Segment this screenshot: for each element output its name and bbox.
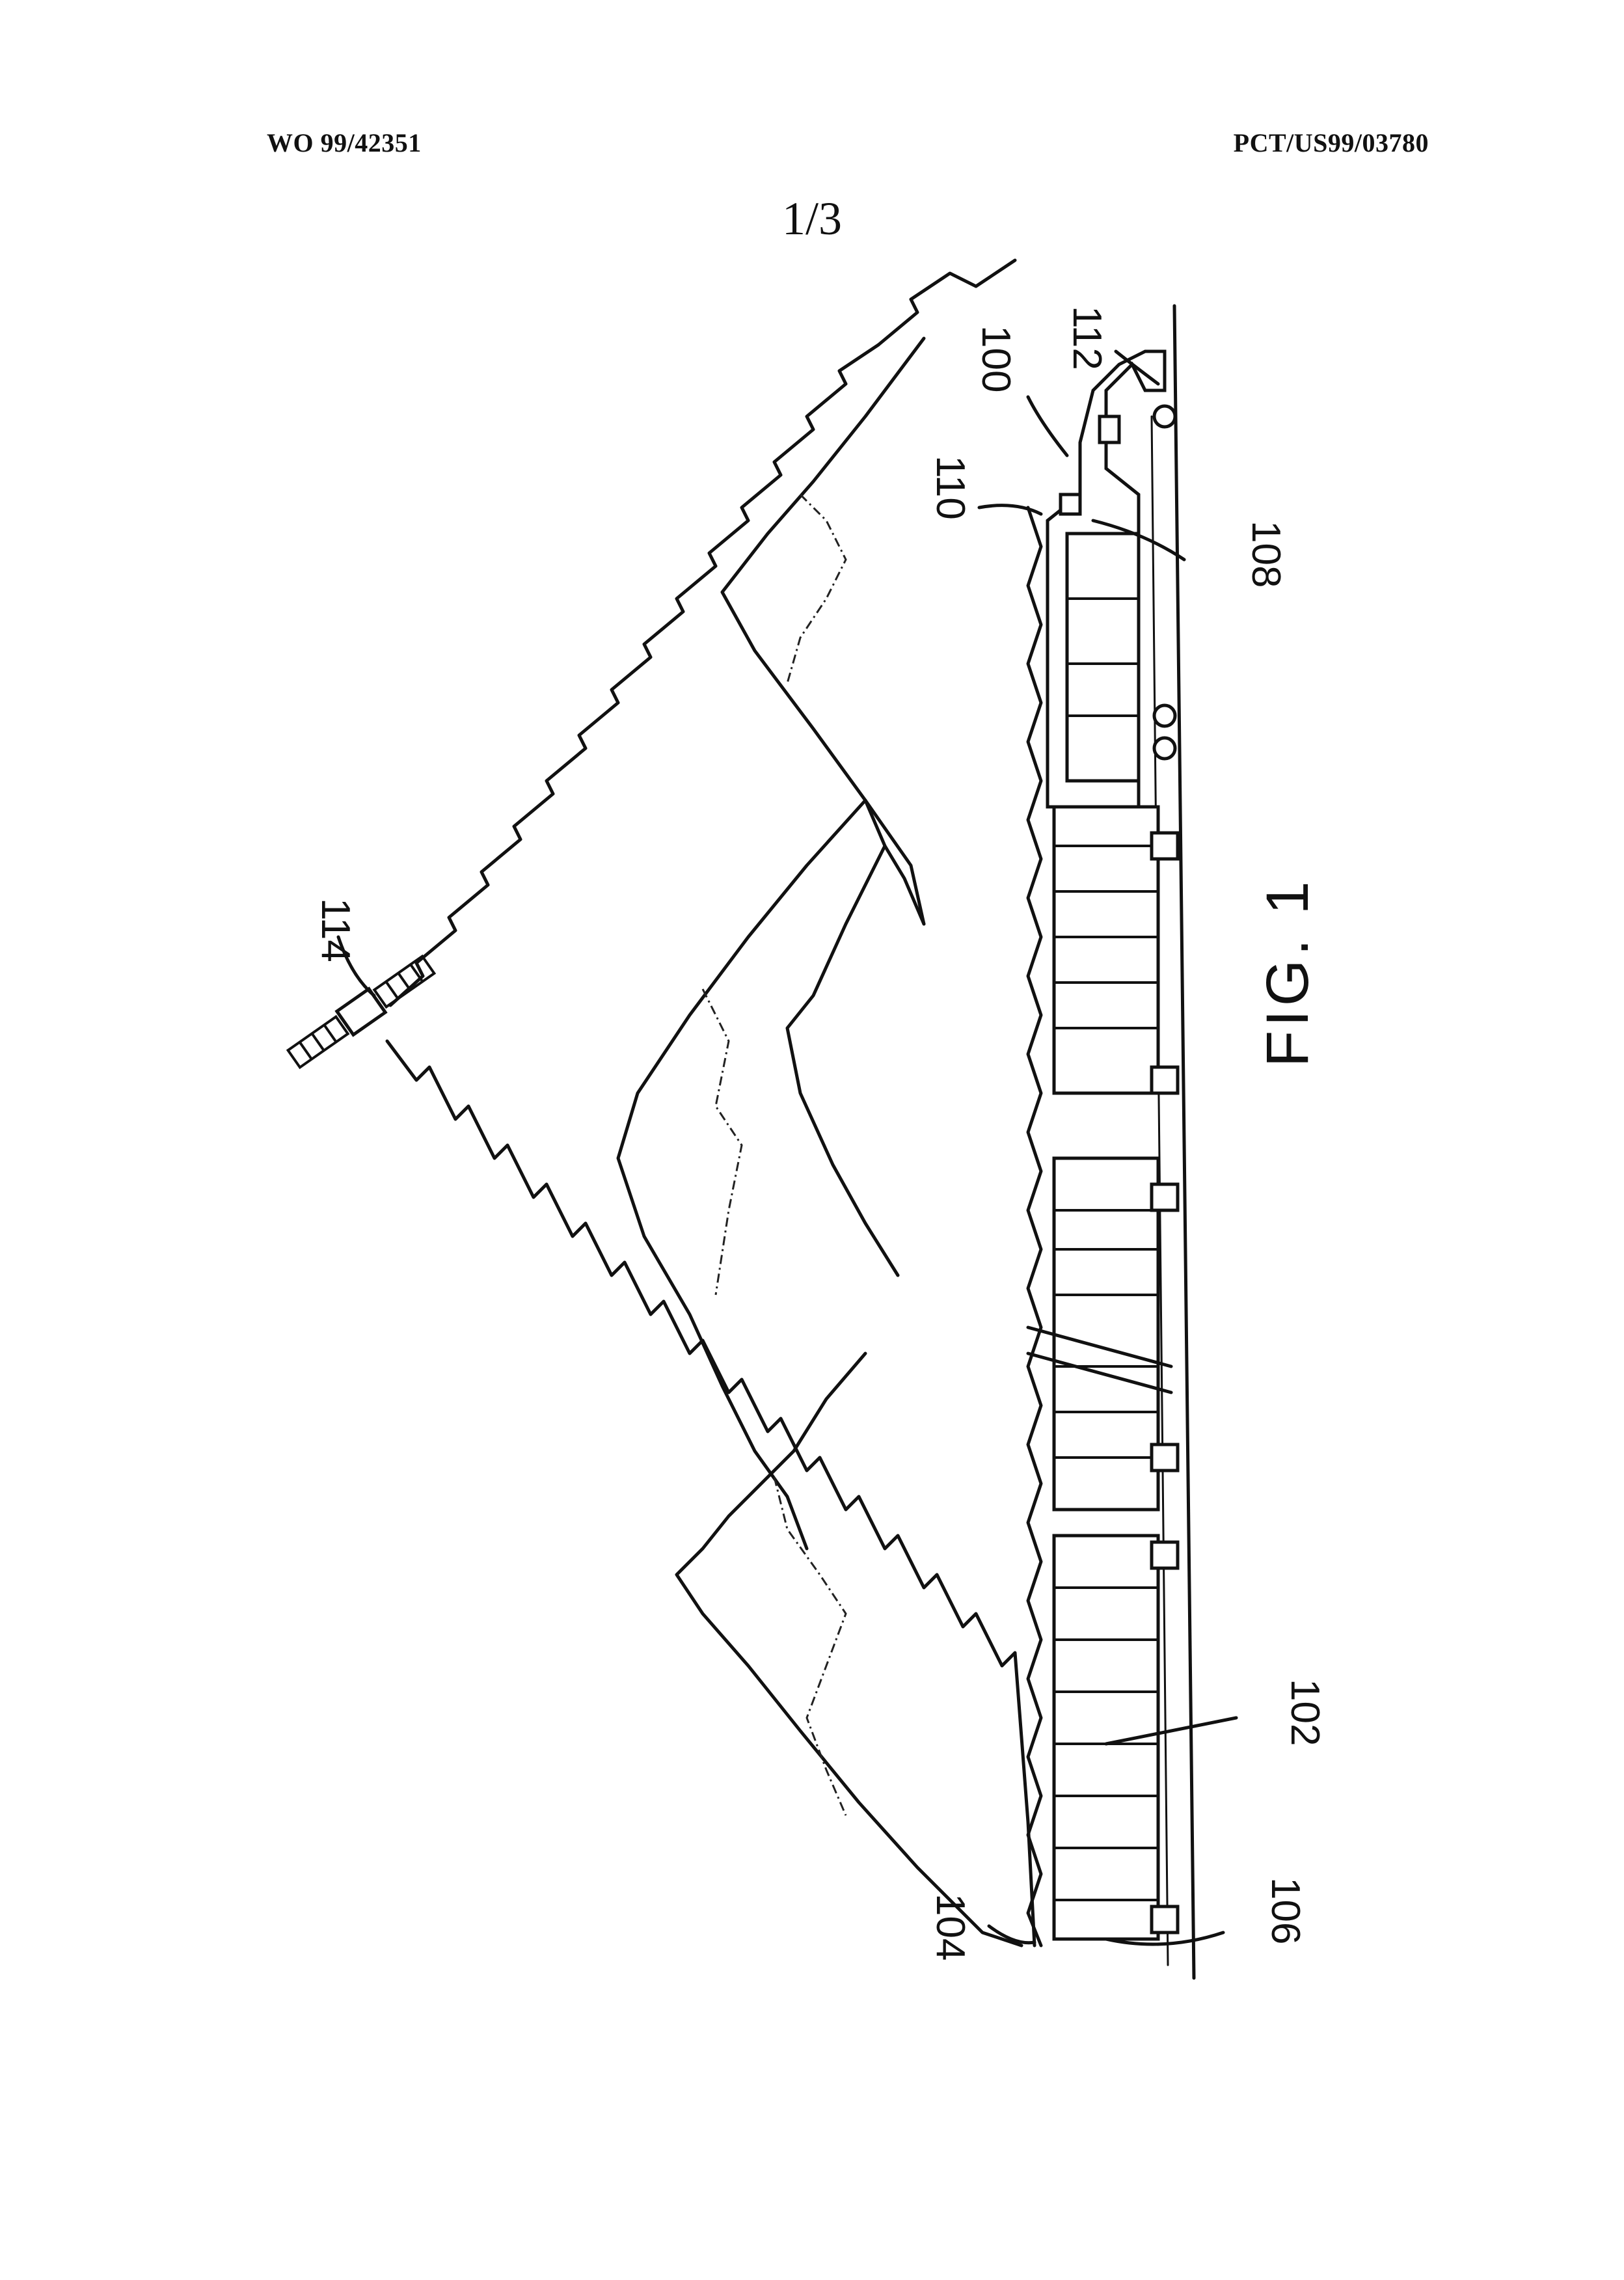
mountain-ridge-left (677, 1353, 1022, 1946)
ref-100: 100 (973, 325, 1018, 392)
mountain-shade-2 (703, 989, 742, 1295)
mountain-shade-3 (774, 1477, 846, 1815)
ref-110: 110 (928, 455, 973, 520)
mountain-ridge-right-slope (865, 800, 924, 924)
uplink-signal-locomotive (390, 345, 878, 1005)
uplink-signal-end-of-train (387, 1041, 1035, 1946)
leader-104 (989, 1926, 1035, 1943)
ref-108: 108 (1243, 521, 1288, 588)
satellite-icon (286, 953, 437, 1071)
ref-106: 106 (1263, 1877, 1308, 1944)
ref-104: 104 (928, 1893, 973, 1961)
mountain-shade-1 (787, 495, 846, 683)
ref-112: 112 (1064, 306, 1109, 370)
ref-114: 114 (313, 898, 358, 962)
leader-100 (1028, 397, 1067, 455)
train-line-signal (1028, 508, 1041, 1946)
figure-caption: FIG. 1 (1254, 877, 1321, 1067)
locomotive-unit-box (1061, 495, 1080, 514)
train-cars (1028, 807, 1178, 1939)
ref-102: 102 (1282, 1679, 1327, 1746)
mountain-ridge-inner (787, 846, 898, 1275)
mountain-ridge-right (722, 338, 924, 924)
freight-car-1 (1054, 807, 1158, 1093)
leader-110 (979, 506, 1041, 514)
mountain-ridge-middle (618, 800, 865, 1549)
